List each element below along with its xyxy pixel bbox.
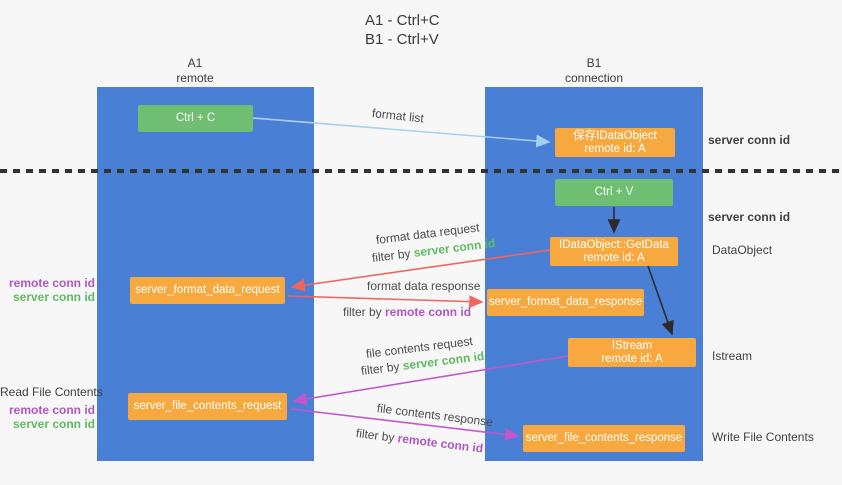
node-ctrl-c: Ctrl + C <box>138 105 253 132</box>
server-conn-id-text: server conn id <box>12 290 95 304</box>
column-b1-name: B1 <box>586 56 602 70</box>
node-server-file-contents-request-label: server_file_contents_request <box>133 400 282 412</box>
label-filter-by-remote-conn-id-1: filter by remote conn id <box>343 305 471 319</box>
node-server-file-contents-request: server_file_contents_request <box>128 393 287 420</box>
side-label-server-conn-id-mid: server conn id <box>708 210 791 224</box>
filter-by-text: filter by <box>343 305 382 319</box>
node-idataobject-getdata-line2: remote id: A <box>583 251 645 264</box>
title-line-2: B1 - Ctrl+V <box>365 31 439 48</box>
side-label-conn-ids-file: remote conn id server conn id <box>0 403 95 431</box>
node-server-file-contents-response-label: server_file_contents_response <box>525 432 683 444</box>
node-server-format-data-request: server_format_data_request <box>130 277 285 304</box>
label-format-list: format list <box>371 106 425 126</box>
node-istream-line1: IStream <box>611 339 653 352</box>
divider-dotted-line <box>0 169 842 173</box>
node-save-idataobject-line2: remote id: A <box>584 142 646 155</box>
diagram-title: A1 - Ctrl+C B1 - Ctrl+V <box>365 11 440 49</box>
label-format-data-response: format data response <box>367 279 481 293</box>
node-server-format-data-request-label: server_format_data_request <box>135 284 280 296</box>
remote-conn-id-text: remote conn id <box>8 276 95 290</box>
column-header-b1: B1 connection <box>484 56 704 86</box>
column-a1-subtitle: remote <box>176 71 214 85</box>
side-label-read-file-contents: Read File Contents <box>0 385 103 399</box>
node-idataobject-getdata-line1: IDataObject::GetData <box>559 238 669 251</box>
node-istream: IStream remote id: A <box>568 338 696 367</box>
side-label-istream: Istream <box>712 349 753 363</box>
node-server-format-data-response-label: server_format_data_response <box>488 296 643 308</box>
node-server-file-contents-response: server_file_contents_response <box>523 425 685 452</box>
node-idataobject-getdata: IDataObject::GetData remote id: A <box>550 237 678 266</box>
label-file-contents-response: file contents response <box>376 401 494 430</box>
remote-conn-id-text: remote conn id <box>385 305 472 319</box>
remote-conn-id-text: remote conn id <box>396 431 484 456</box>
side-label-server-conn-id-top: server conn id <box>708 133 791 147</box>
arrow-format-data-response <box>287 295 484 309</box>
node-save-idataobject-line1: 保存IDataObject <box>573 129 657 142</box>
side-label-write-file-contents: Write File Contents <box>712 430 814 444</box>
label-filter-by-remote-conn-id-2: filter by remote conn id <box>355 426 484 456</box>
side-label-dataobject: DataObject <box>712 243 773 257</box>
filter-by-text: filter by <box>371 246 412 265</box>
node-ctrl-c-label: Ctrl + C <box>175 112 216 124</box>
remote-conn-id-text: remote conn id <box>8 403 95 417</box>
filter-by-text: filter by <box>355 426 396 445</box>
title-line-1: A1 - Ctrl+C <box>365 12 440 29</box>
node-save-idataobject: 保存IDataObject remote id: A <box>555 128 675 157</box>
column-b1-subtitle: connection <box>564 71 624 85</box>
node-ctrl-v-label: Ctrl + V <box>594 186 634 198</box>
column-header-a1: A1 remote <box>85 56 305 86</box>
server-conn-id-text: server conn id <box>12 417 95 431</box>
filter-by-text: filter by <box>360 359 401 378</box>
node-istream-line2: remote id: A <box>601 352 663 365</box>
node-server-format-data-response: server_format_data_response <box>487 289 644 316</box>
node-ctrl-v: Ctrl + V <box>555 179 673 206</box>
side-label-conn-ids-format: remote conn id server conn id <box>0 276 95 304</box>
column-a1-name: A1 <box>187 56 203 70</box>
